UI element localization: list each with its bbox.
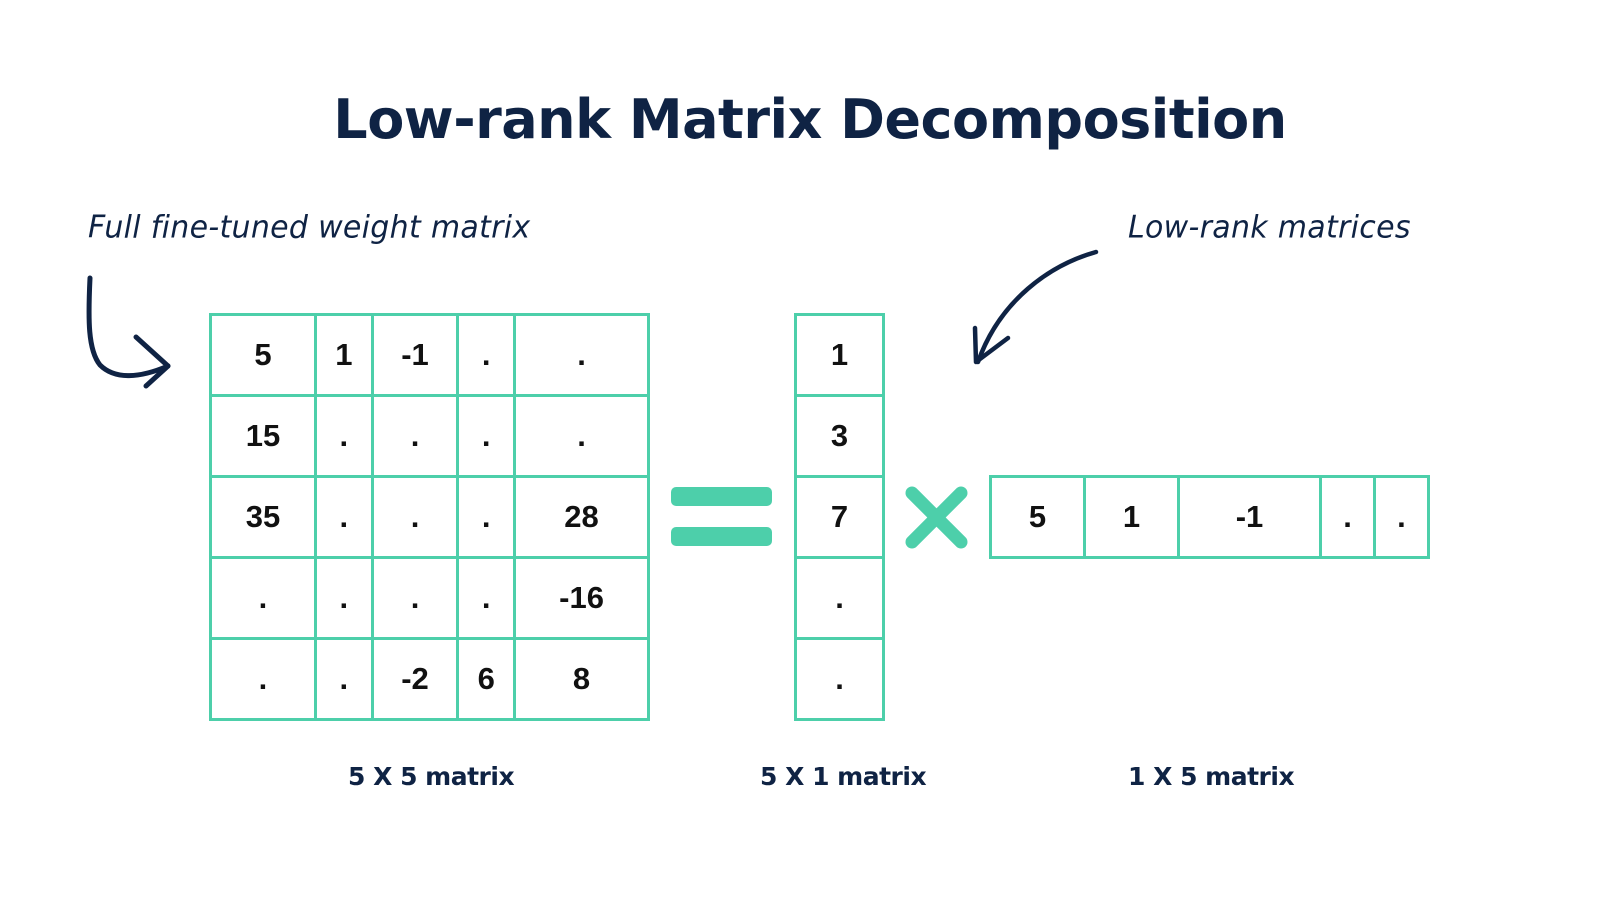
matrix-cell: . [1319, 475, 1376, 559]
matrix-row: 35 . . . 28 [209, 475, 650, 559]
matrix-row: . . -2 6 8 [209, 637, 650, 721]
page-title: Low-rank Matrix Decomposition [333, 88, 1287, 151]
matrix-row: . [794, 556, 885, 640]
matrix-cell: . [209, 556, 317, 640]
matrix-cell: 15 [209, 394, 317, 478]
matrix-cell: 1 [794, 313, 885, 397]
matrix-row: 5 1 -1 . . [988, 475, 1431, 559]
matrix-cell: . [456, 313, 517, 397]
matrix-cell: . [370, 475, 460, 559]
matrix-row: . . . . -16 [209, 556, 650, 640]
full-matrix-annotation: Full fine-tuned weight matrix [88, 209, 531, 246]
matrix-cell: 1 [1083, 475, 1181, 559]
matrix-cell: 1 [313, 313, 374, 397]
matrix-row: 15 . . . . [209, 394, 650, 478]
curved-arrow-down-left-icon [972, 249, 1099, 365]
full-weight-matrix: 5 1 -1 . . 15 . . . . 35 . . . 28 . . . … [209, 313, 650, 721]
full-matrix-dimension-label: 5 X 5 matrix [348, 762, 515, 791]
matrix-row: . [794, 637, 885, 721]
matrix-cell: . [313, 475, 374, 559]
matrix-cell: 5 [209, 313, 317, 397]
matrix-cell: -1 [370, 313, 460, 397]
matrix-cell: -16 [513, 556, 650, 640]
column-matrix: 1 3 7 . . [794, 313, 885, 721]
matrix-cell: . [313, 394, 374, 478]
matrix-cell: . [513, 394, 650, 478]
matrix-cell: . [794, 556, 885, 640]
matrix-cell: . [456, 556, 517, 640]
matrix-cell: . [456, 394, 517, 478]
matrix-cell: -2 [370, 637, 460, 721]
matrix-cell: . [370, 394, 460, 478]
row-matrix-dimension-label: 1 X 5 matrix [1128, 762, 1295, 791]
multiply-icon [905, 486, 968, 549]
matrix-cell: . [313, 637, 374, 721]
matrix-row: 1 [794, 313, 885, 397]
matrix-cell: 35 [209, 475, 317, 559]
curved-arrow-right-icon [86, 275, 171, 389]
matrix-cell: . [794, 637, 885, 721]
matrix-row: 7 [794, 475, 885, 559]
matrix-cell: 3 [794, 394, 885, 478]
matrix-cell: -1 [1177, 475, 1323, 559]
matrix-cell: . [209, 637, 317, 721]
column-matrix-dimension-label: 5 X 1 matrix [760, 762, 927, 791]
matrix-row: 5 1 -1 . . [209, 313, 650, 397]
matrix-cell: . [513, 313, 650, 397]
matrix-cell: . [456, 475, 517, 559]
matrix-cell: 7 [794, 475, 885, 559]
matrix-cell: 8 [513, 637, 650, 721]
matrix-cell: 28 [513, 475, 650, 559]
matrix-cell: . [313, 556, 374, 640]
matrix-cell: 6 [456, 637, 517, 721]
matrix-cell: . [370, 556, 460, 640]
low-rank-annotation: Low-rank matrices [1128, 209, 1411, 246]
matrix-cell: . [1372, 475, 1431, 559]
row-matrix: 5 1 -1 . . [988, 475, 1431, 559]
matrix-row: 3 [794, 394, 885, 478]
matrix-cell: 5 [988, 475, 1087, 559]
